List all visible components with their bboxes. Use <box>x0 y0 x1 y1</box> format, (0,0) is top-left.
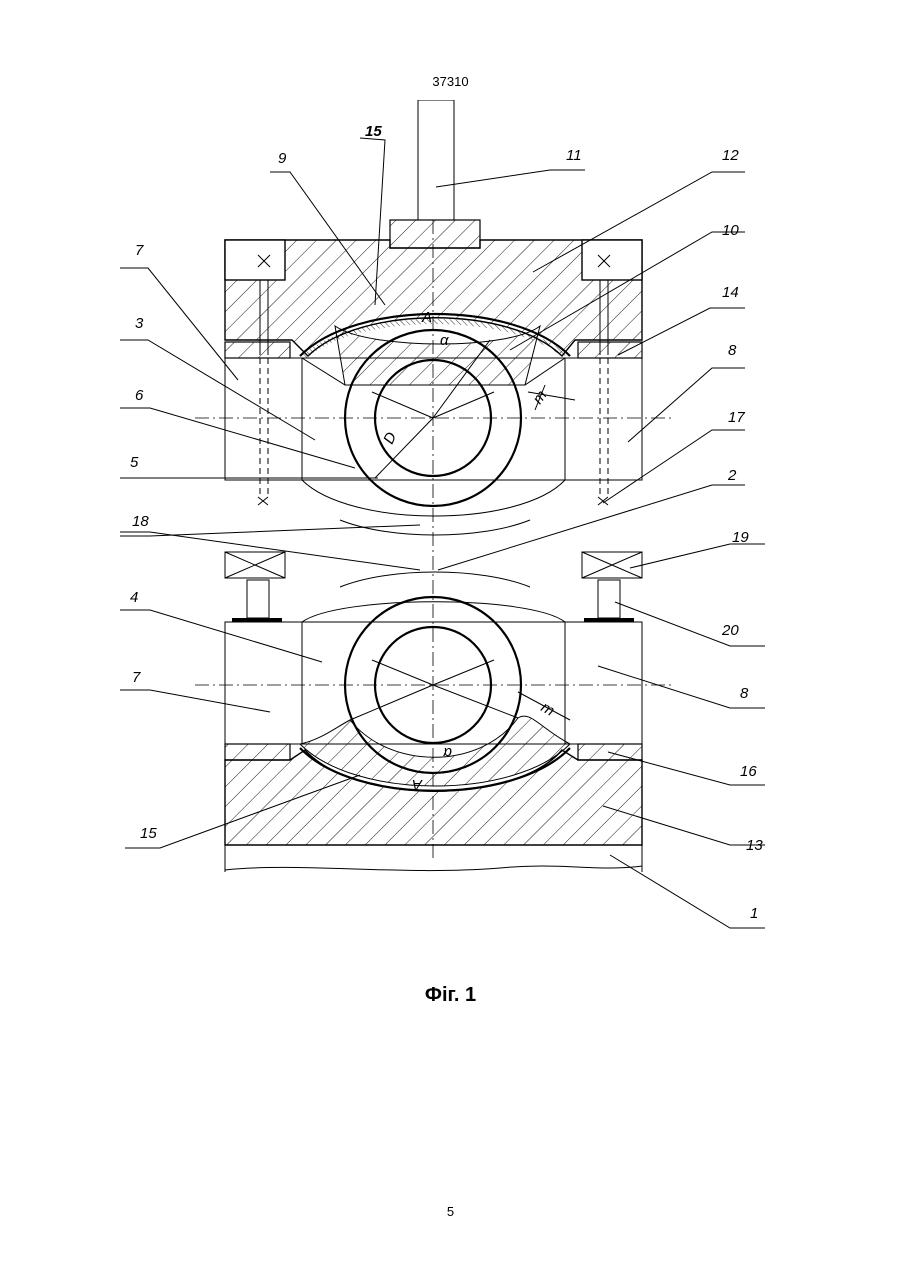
label-12: 12 <box>722 147 739 164</box>
dim-alpha-top: α <box>440 332 449 349</box>
label-11: 11 <box>566 147 582 164</box>
spring-assembly-left <box>225 552 285 622</box>
label-7-bottom: 7 <box>132 669 141 686</box>
plate-part-16 <box>578 744 642 760</box>
label-15-top: 15 <box>365 123 382 140</box>
figure-caption: Фіг. 1 <box>0 984 901 1007</box>
label-7-top: 7 <box>135 242 144 259</box>
upper-holder-part-12 <box>225 240 642 356</box>
dim-A-top: A <box>421 309 432 326</box>
dim-D-top: D <box>380 430 400 447</box>
label-15-bottom: 15 <box>140 825 157 842</box>
plate-lower-left <box>225 744 290 760</box>
label-3: 3 <box>135 315 144 332</box>
plate-part-14 <box>578 342 642 358</box>
label-13: 13 <box>746 837 763 854</box>
label-18: 18 <box>132 513 149 530</box>
shaft-part-11 <box>390 100 480 248</box>
patent-number: 37310 <box>0 74 901 89</box>
label-1: 1 <box>750 905 758 922</box>
label-19: 19 <box>732 529 749 546</box>
label-5: 5 <box>130 454 139 471</box>
label-14: 14 <box>722 284 739 301</box>
base-part-1 <box>225 845 642 872</box>
page-number: 5 <box>0 1204 901 1219</box>
label-8-top: 8 <box>728 342 737 359</box>
label-4: 4 <box>130 589 138 606</box>
label-2: 2 <box>727 467 737 484</box>
plate-left <box>225 342 290 358</box>
dim-m-bottom: m <box>538 699 557 720</box>
dim-alpha-bottom: α <box>443 744 452 761</box>
technical-drawing: α m D A m α A <box>100 100 790 960</box>
label-17: 17 <box>728 409 745 426</box>
spring-assembly-part-19 <box>582 552 642 622</box>
label-20: 20 <box>721 622 739 639</box>
label-6: 6 <box>135 387 144 404</box>
label-9: 9 <box>278 150 287 167</box>
label-16: 16 <box>740 763 757 780</box>
label-10: 10 <box>722 222 739 239</box>
dim-m-top: m <box>529 387 550 407</box>
label-8-bottom: 8 <box>740 685 749 702</box>
